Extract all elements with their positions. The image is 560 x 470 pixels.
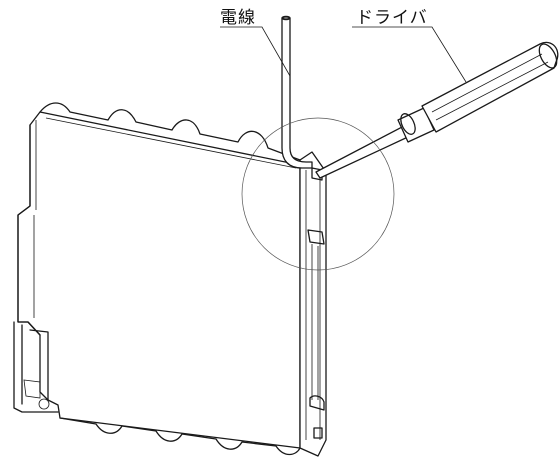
wire-leader-line <box>220 26 291 77</box>
din-clip <box>13 321 59 413</box>
wire-end <box>281 15 291 21</box>
screwdriver-ferrule <box>397 107 435 143</box>
wire <box>281 15 313 169</box>
ferrule-ring <box>400 113 416 135</box>
detail-circle <box>241 117 395 271</box>
module-top-edge <box>39 102 301 161</box>
top-edge-inner <box>45 117 297 169</box>
terminal-clamp <box>307 229 325 245</box>
rail-outline <box>17 124 41 336</box>
module-front-face <box>299 151 327 457</box>
terminal-slot-bottom <box>309 395 325 411</box>
screwdriver <box>315 41 559 179</box>
module-bottom-edge <box>59 417 301 456</box>
screwdriver-leader-line <box>352 26 467 83</box>
front-face-grooves <box>305 170 321 440</box>
rail-inner-line <box>33 120 37 318</box>
clip-screw <box>38 398 50 410</box>
clip-hook <box>23 379 41 399</box>
screwdriver-shaft <box>315 125 411 179</box>
module-body <box>13 102 327 457</box>
module-side-face <box>17 111 301 449</box>
terminal-marker <box>313 427 323 439</box>
terminal-slot-top <box>311 167 323 181</box>
wire-body <box>281 17 313 169</box>
wire-label: 電線 <box>220 8 256 28</box>
handle-end-cap <box>538 43 558 69</box>
screwdriver-label: ドライバ <box>356 8 428 28</box>
handle-grip-lines <box>431 53 549 121</box>
screwdriver-handle <box>421 41 559 133</box>
